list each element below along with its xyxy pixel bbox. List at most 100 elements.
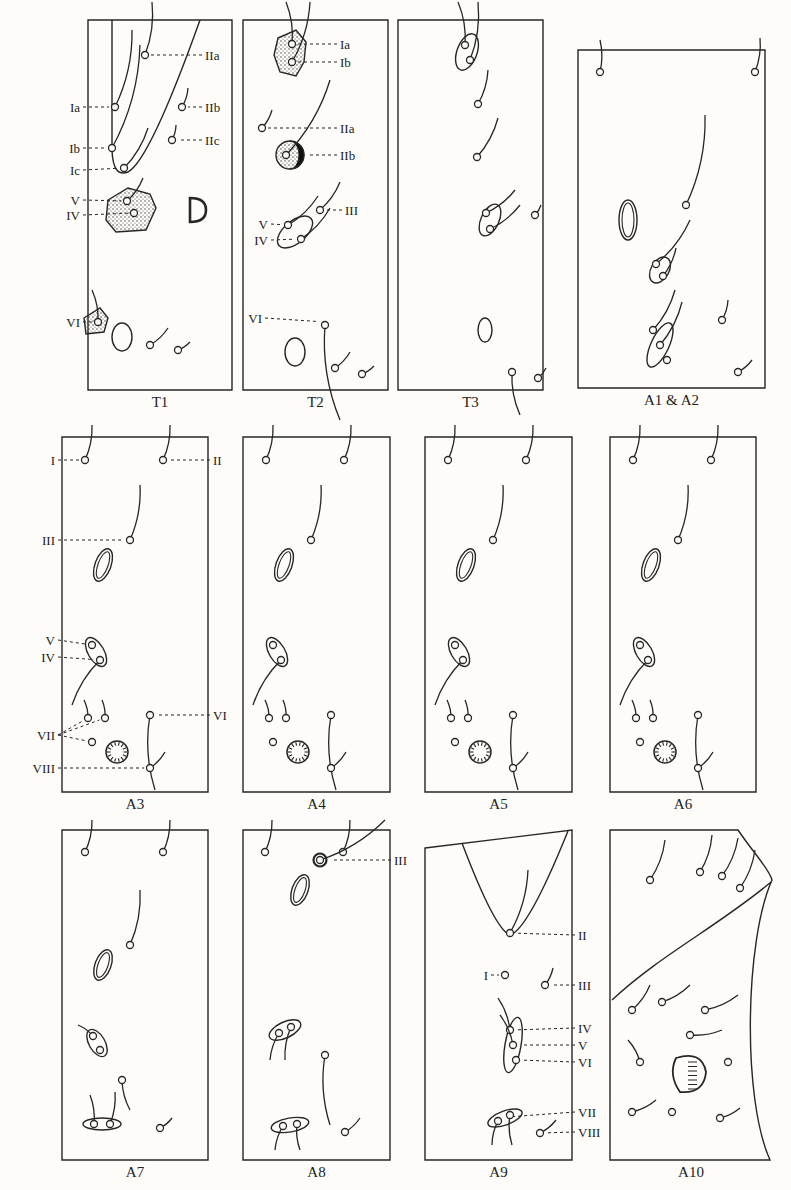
stippled-plate — [276, 141, 304, 169]
spiracle-tick — [305, 751, 309, 752]
seta-socket — [97, 1047, 104, 1054]
segment-label: A6 — [610, 796, 756, 813]
spiracle-tick — [484, 744, 486, 747]
seta-hair — [509, 1115, 512, 1145]
seta-socket — [283, 152, 290, 159]
seta-hair — [653, 290, 675, 330]
seta-socket — [280, 1123, 287, 1130]
seta-socket — [474, 154, 481, 161]
seta-socket — [650, 327, 657, 334]
stippled-plate — [106, 188, 156, 232]
spiracle-tick — [295, 758, 297, 761]
spiracle-tick — [671, 755, 674, 757]
spiracle-tick — [487, 751, 491, 752]
sclerite-outline — [112, 20, 200, 173]
seta-socket — [647, 877, 654, 884]
spiracle-tick — [471, 748, 474, 750]
seta-socket — [342, 1129, 349, 1136]
seta-socket — [82, 849, 89, 856]
seta-hair — [435, 660, 463, 705]
pinaculum-outline — [500, 1016, 525, 1074]
seta-hair — [512, 372, 520, 415]
pinaculum-outline — [486, 1105, 525, 1130]
pinaculum-outline — [285, 338, 305, 366]
panel-outline — [610, 830, 772, 1160]
seta-hair — [311, 485, 321, 540]
spiracle-tick — [111, 757, 113, 760]
seta-hair — [678, 485, 688, 540]
seta-callout: Ia — [340, 37, 350, 52]
seta-socket — [509, 369, 516, 376]
anal-tick — [688, 1080, 697, 1081]
anal-tick — [688, 1066, 697, 1067]
seta-socket — [637, 739, 644, 746]
pinaculum-outline — [287, 872, 313, 908]
pinaculum-outline — [83, 1026, 112, 1060]
segment-label: A4 — [243, 796, 390, 813]
leader-line — [58, 720, 99, 735]
seta-socket — [289, 41, 296, 48]
seta-callout: IIa — [340, 121, 354, 136]
spiracle-tick — [114, 758, 116, 761]
segment-panel: A10 — [610, 830, 772, 1160]
spiracle-tick — [299, 742, 301, 745]
sclerite-outline — [462, 831, 568, 935]
spiracle-tick — [118, 758, 120, 761]
seta-socket — [708, 457, 715, 464]
seta-callout: V — [71, 193, 80, 208]
seta-socket — [752, 69, 759, 76]
leader-line — [58, 540, 124, 541]
seta-callout: IV — [41, 650, 55, 665]
seta-socket — [523, 457, 530, 464]
seta-socket — [328, 712, 335, 719]
panel-outline — [62, 830, 208, 1160]
seta-socket — [532, 212, 539, 219]
seta-socket — [597, 69, 604, 76]
pinaculum-inner — [457, 550, 476, 580]
seta-socket — [266, 715, 273, 722]
spiracle-tick — [486, 755, 489, 757]
seta-socket — [510, 712, 517, 719]
dark-crescent — [290, 141, 304, 169]
anal-tick — [688, 1071, 697, 1072]
segment-panel: A7 — [62, 830, 208, 1160]
seta-socket — [283, 715, 290, 722]
seta-hair — [130, 485, 140, 540]
seta-hair — [686, 115, 705, 205]
segment-label: A1 & A2 — [578, 392, 765, 409]
seta-socket — [328, 765, 335, 772]
spiracle-tick — [111, 744, 113, 747]
seta-socket — [175, 347, 182, 354]
seta-socket — [341, 457, 348, 464]
leader-line — [156, 715, 210, 716]
leader-line — [83, 148, 106, 149]
seta-hair — [478, 70, 488, 104]
seta-hair — [510, 870, 528, 933]
panel-outline — [88, 20, 232, 390]
seta-hair — [740, 850, 755, 888]
spiracle — [654, 741, 676, 763]
spiracle-tick — [108, 755, 111, 757]
seta-hair — [600, 40, 602, 72]
seta-socket — [91, 1121, 98, 1128]
leader-lines — [58, 44, 575, 1133]
seta-socket — [142, 52, 149, 59]
seta-callout: VI — [248, 311, 262, 326]
seta-hair — [92, 290, 98, 322]
seta-hair — [145, 2, 153, 55]
seta-hair — [72, 660, 100, 705]
seta-socket — [179, 104, 186, 111]
seta-socket — [107, 1121, 114, 1128]
seta-socket — [448, 715, 455, 722]
seta-socket — [160, 849, 167, 856]
leader-line — [332, 860, 391, 861]
leader-line — [271, 239, 295, 241]
seta-callout: I — [51, 453, 55, 468]
seta-hair — [286, 80, 330, 155]
seta-hair — [500, 1015, 513, 1045]
leader-line — [521, 1045, 575, 1046]
segment-panel: A9 — [425, 830, 572, 1160]
seta-socket — [675, 537, 682, 544]
spiracle-tick — [481, 742, 483, 745]
pinaculum-inner — [94, 951, 112, 979]
